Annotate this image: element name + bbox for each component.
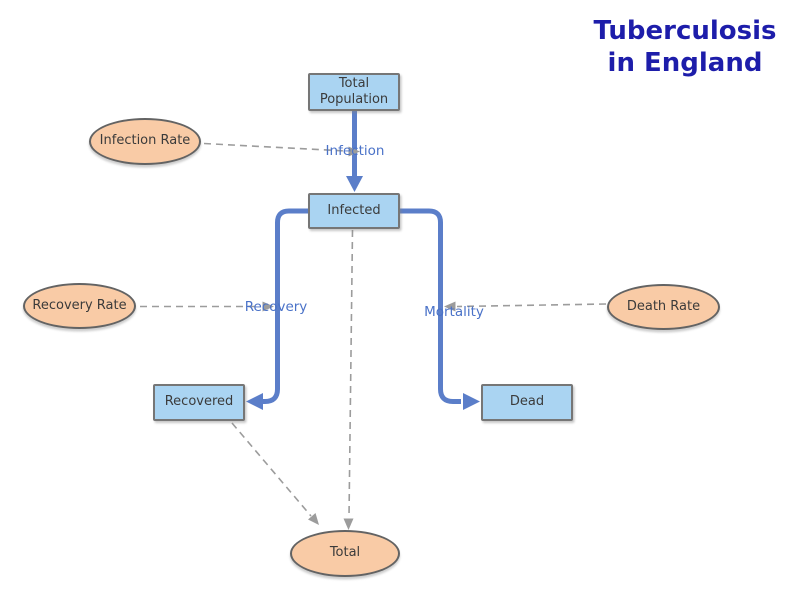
node-total-population-label: Total Population (319, 75, 389, 107)
link-death-rate-to-mortality[interactable] (444, 301, 607, 312)
link-arrowhead (262, 301, 274, 312)
link-arrowhead (444, 301, 456, 312)
link-infection-rate-to-infection[interactable] (203, 142, 360, 157)
node-infection-rate-label: Infection Rate (99, 133, 191, 149)
node-dead-label: Dead (509, 394, 545, 410)
diagram-title: Tuberculosis in England (558, 15, 800, 79)
flow-infection-label[interactable]: Infection (325, 143, 385, 159)
node-recovery-rate[interactable]: Recovery Rate (23, 283, 136, 329)
node-infected[interactable]: Infected (308, 193, 400, 229)
flow-recovery-arrowhead (246, 393, 263, 410)
node-recovered-label: Recovered (164, 394, 234, 410)
node-infected-label: Infected (327, 202, 381, 218)
link-infected-to-total[interactable] (343, 229, 354, 530)
flow-infection-pipe[interactable] (346, 111, 363, 192)
node-infection-rate[interactable]: Infection Rate (89, 118, 201, 165)
node-dead[interactable]: Dead (481, 384, 573, 421)
node-recovery-rate-label: Recovery Rate (32, 297, 127, 313)
node-recovered[interactable]: Recovered (153, 384, 245, 421)
link-arrowhead (343, 518, 354, 530)
link-recovery-rate-to-recovery[interactable] (140, 301, 274, 312)
node-total-label: Total (329, 545, 361, 561)
link-arrowhead (308, 513, 319, 525)
node-death-rate[interactable]: Death Rate (607, 284, 720, 330)
node-total-population[interactable]: Total Population (308, 73, 400, 111)
flow-infection-arrowhead (346, 176, 363, 192)
diagram-title-line1: Tuberculosis (593, 16, 777, 46)
diagram-title-line2: in England (607, 48, 763, 78)
flow-mortality-label[interactable]: Mortality (424, 304, 484, 320)
flow-recovery-label[interactable]: Recovery (244, 299, 308, 315)
link-recovered-to-total[interactable] (231, 422, 319, 525)
flow-mortality-pipe[interactable] (400, 208, 480, 410)
link-arrowhead (348, 146, 360, 157)
flow-recovery-pipe[interactable] (246, 208, 308, 410)
flow-mortality-arrowhead (463, 393, 480, 410)
node-death-rate-label: Death Rate (626, 298, 701, 314)
node-total[interactable]: Total (290, 530, 400, 577)
